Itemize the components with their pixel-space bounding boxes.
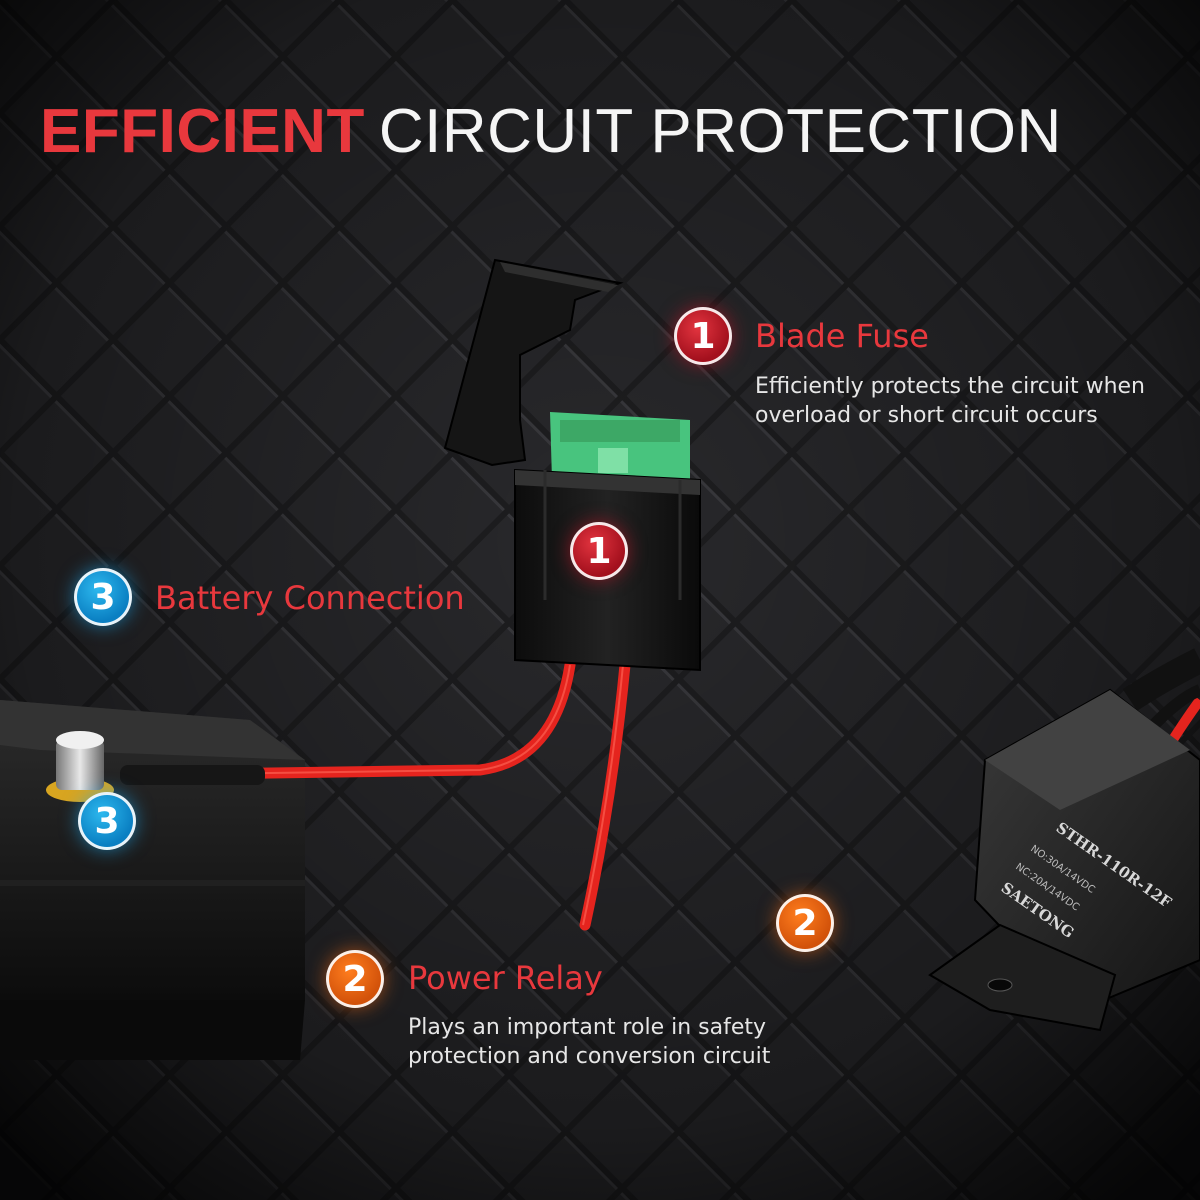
number-badge-3-icon: 3	[78, 792, 136, 850]
title-rest: CIRCUIT PROTECTION	[378, 97, 1062, 166]
number-badge-2-icon: 2	[326, 950, 384, 1008]
number-badge-1-icon: 1	[674, 307, 732, 365]
blade-fuse-description-line: Efficiently protects the circuit when	[755, 374, 1145, 399]
blade-fuse-title: Blade Fuse	[755, 317, 929, 355]
title-accent: EFFICIENT	[40, 97, 365, 166]
power-relay-description: Plays an important role in safety protec…	[408, 1013, 770, 1071]
number-badge-3-icon: 3	[74, 568, 132, 626]
number-badge-2-icon: 2	[776, 894, 834, 952]
battery-connection-title: Battery Connection	[155, 579, 465, 617]
power-relay-description-line: protection and conversion circuit	[408, 1044, 771, 1069]
number-badge-1-icon: 1	[570, 522, 628, 580]
blade-fuse-description-line: overload or short circuit occurs	[755, 403, 1098, 428]
battery-illustration	[0, 700, 305, 1060]
power-relay-title: Power Relay	[408, 959, 603, 997]
power-relay-illustration: STHR-110R-12F NO:30A/14VDC NC:20A/14VDC …	[928, 688, 1200, 1032]
blade-fuse-description: Efficiently protects the circuit when ov…	[755, 372, 1145, 430]
power-relay-description-line: Plays an important role in safety	[408, 1015, 767, 1040]
